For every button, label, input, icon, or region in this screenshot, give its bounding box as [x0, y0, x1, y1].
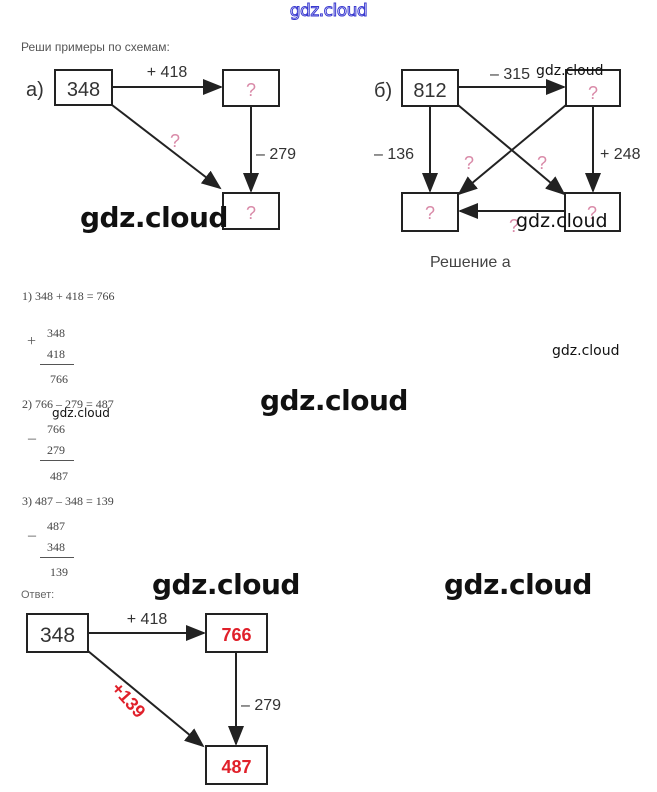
answer-diagram-svg: 348 766 487 + 418 – 279 +139	[26, 611, 281, 785]
diagram-a-top-right-box	[222, 69, 280, 107]
diagram-a-svg: а) 348 ? ? + 418 – 279 ?	[26, 64, 296, 230]
answer-edge-top-label: + 418	[127, 611, 168, 628]
step-1-equation: 1) 348 + 418 = 766	[22, 289, 115, 303]
diagram-b-start-value: 812	[413, 80, 446, 102]
step-2-operand-b: 279	[47, 443, 65, 457]
diagram-a: а) 348 ? ? + 418 – 279 ?	[0, 55, 320, 245]
answer-edge-diag	[87, 650, 205, 748]
watermark: gdz.cloud	[552, 343, 620, 359]
watermark: gdz.cloud	[80, 201, 228, 234]
step-2-equation: 2) 766 – 279 = 487	[22, 397, 114, 411]
answer-start-box	[26, 613, 89, 653]
answer-bottom-right-box	[205, 745, 268, 785]
diagram-b-edge-top-label: – 315	[490, 66, 530, 83]
diagram-b-top-right-value: ?	[588, 83, 598, 103]
diagram-b-edge-bottom-label: ?	[509, 216, 519, 236]
step-1-operand-a: 348	[47, 326, 65, 340]
step-3-equation: 3) 487 – 348 = 139	[22, 494, 114, 508]
site-logo[interactable]: gdz.cloud	[289, 1, 368, 22]
diagram-b-label: б)	[374, 80, 392, 102]
diagram-a-start-value: 348	[67, 79, 100, 101]
diagram-b-edge-right-label: + 248	[600, 146, 641, 163]
step-2-rule	[40, 460, 74, 461]
step-1-operand-b: 418	[47, 347, 65, 361]
diagram-a-edge-right-label: – 279	[256, 146, 296, 163]
step-1-rule	[40, 364, 74, 365]
diagram-b-edge-left-label: – 136	[374, 146, 414, 163]
diagram-a-edge-diag	[111, 104, 222, 190]
watermark: gdz.cloud	[260, 384, 408, 417]
diagram-b-bottom-left-box	[401, 192, 459, 232]
step-3-operand-b: 348	[47, 540, 65, 554]
diagram-b-bottom-left-value: ?	[425, 203, 435, 223]
watermark: gdz.cloud	[516, 210, 608, 232]
diagram-b-svg: б) 812 ? ? ? – 315 – 136 + 248 ? ? ?	[374, 66, 641, 236]
diagram-b-bottom-right-box	[564, 192, 621, 232]
watermark: gdz.cloud	[536, 63, 604, 79]
step-2-sign: –	[28, 430, 36, 447]
step-1-result: 766	[50, 372, 68, 386]
step-2-operand-a: 766	[47, 422, 65, 436]
watermark: gdz.cloud	[52, 406, 110, 420]
diagram-b-start-box	[401, 69, 459, 107]
diagram-b-bottom-right-value: ?	[587, 203, 597, 223]
diagram-b-edge-diag-1-label: ?	[537, 153, 547, 173]
step-2-result: 487	[50, 469, 68, 483]
diagram-b-edge-diag-up	[457, 104, 567, 196]
diagram-a-top-right-value: ?	[246, 80, 256, 100]
diagram-b: б) 812 ? ? ? – 315 – 136 + 248 ? ? ?	[360, 55, 657, 245]
answer-top-right-value: 766	[221, 625, 251, 645]
diagram-b-edge-diag-2-label: ?	[464, 153, 474, 173]
answer-diagram: 348 766 487 + 418 – 279 +139	[0, 600, 320, 792]
diagram-b-top-right-box	[565, 69, 621, 107]
watermark: gdz.cloud	[152, 568, 300, 601]
diagram-a-bottom-right-value: ?	[246, 203, 256, 223]
task-title: Реши примеры по схемам:	[21, 40, 170, 54]
answer-label: Ответ:	[21, 589, 55, 601]
step-1-sign: +	[27, 333, 37, 350]
answer-bottom-right-value: 487	[221, 757, 251, 777]
step-3-result: 139	[50, 565, 68, 579]
diagram-a-label: а)	[26, 79, 44, 101]
solution-label: Решение а	[430, 254, 511, 271]
step-3-sign: –	[28, 527, 36, 544]
answer-edge-right-label: – 279	[241, 697, 281, 714]
answer-start-value: 348	[40, 624, 75, 647]
diagram-a-bottom-right-box	[222, 192, 280, 230]
answer-edge-diag-label: +139	[107, 678, 149, 722]
diagram-a-edge-diag-label: ?	[170, 131, 180, 151]
step-3-operand-a: 487	[47, 519, 65, 533]
step-3-rule	[40, 557, 74, 558]
watermark: gdz.cloud	[444, 568, 592, 601]
diagram-a-edge-top-label: + 418	[147, 64, 188, 81]
